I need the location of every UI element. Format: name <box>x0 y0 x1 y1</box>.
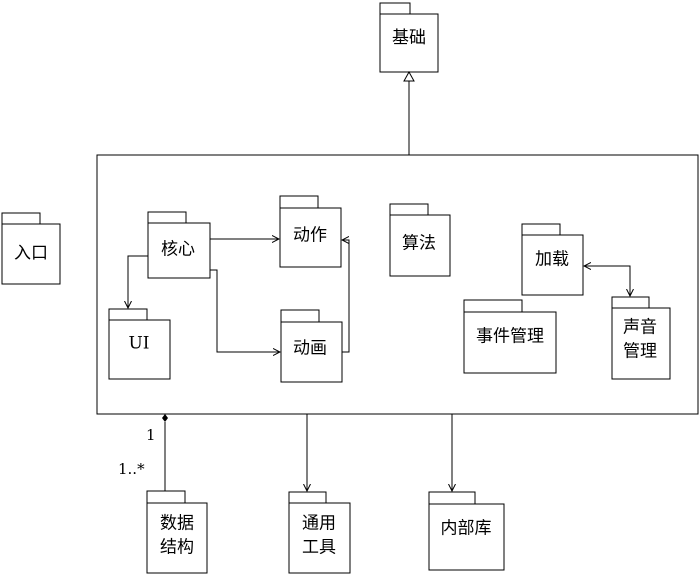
dependency-jiazai-shengyin <box>584 266 630 296</box>
package-jiazai-label: 加载 <box>535 250 569 270</box>
package-shengyin: 声音 管理 <box>611 296 671 380</box>
dependency-hexin-ui <box>128 255 148 308</box>
package-jichu: 基础 <box>379 2 439 73</box>
package-shuju-label-2: 结构 <box>160 538 194 558</box>
package-donghua-label: 动画 <box>293 339 327 359</box>
multiplicity-one: 1 <box>146 426 156 444</box>
package-suanfa-label: 算法 <box>402 234 436 254</box>
package-hexin-label: 核心 <box>161 240 195 260</box>
multiplicity-many: 1..* <box>118 460 145 478</box>
package-tongyong-label-1: 通用 <box>302 514 336 534</box>
package-shengyin-label-1: 声音 <box>623 318 657 338</box>
package-ui: UI <box>108 308 171 380</box>
package-neibuku: 内部库 <box>428 491 505 571</box>
package-ui-label: UI <box>128 334 149 354</box>
composition-diamond-icon <box>162 414 168 422</box>
package-shijian: 事件管理 <box>463 299 557 374</box>
package-rukou: 入口 <box>1 212 61 285</box>
package-dongzuo-label: 动作 <box>293 226 327 246</box>
package-rukou-label: 入口 <box>14 244 48 264</box>
dependency-donghua-dongzuo <box>342 240 350 353</box>
package-shuju-label-1: 数据 <box>160 514 194 534</box>
package-shuju: 数据 结构 <box>146 490 208 574</box>
package-tongyong-label-2: 工具 <box>302 538 336 558</box>
package-neibuku-label: 内部库 <box>441 519 492 539</box>
package-suanfa: 算法 <box>389 203 451 277</box>
main-package-frame <box>96 154 699 415</box>
package-jichu-label: 基础 <box>392 28 426 48</box>
package-donghua: 动画 <box>280 309 343 383</box>
package-jiazai: 加载 <box>521 223 584 296</box>
package-dongzuo: 动作 <box>279 195 342 268</box>
package-tongyong: 通用 工具 <box>288 491 351 574</box>
generalization-arrow-icon <box>403 70 415 82</box>
package-shengyin-label-2: 管理 <box>623 342 657 362</box>
package-shijian-label: 事件管理 <box>476 327 544 347</box>
dependency-hexin-donghua <box>210 269 280 352</box>
package-hexin: 核心 <box>147 211 211 279</box>
